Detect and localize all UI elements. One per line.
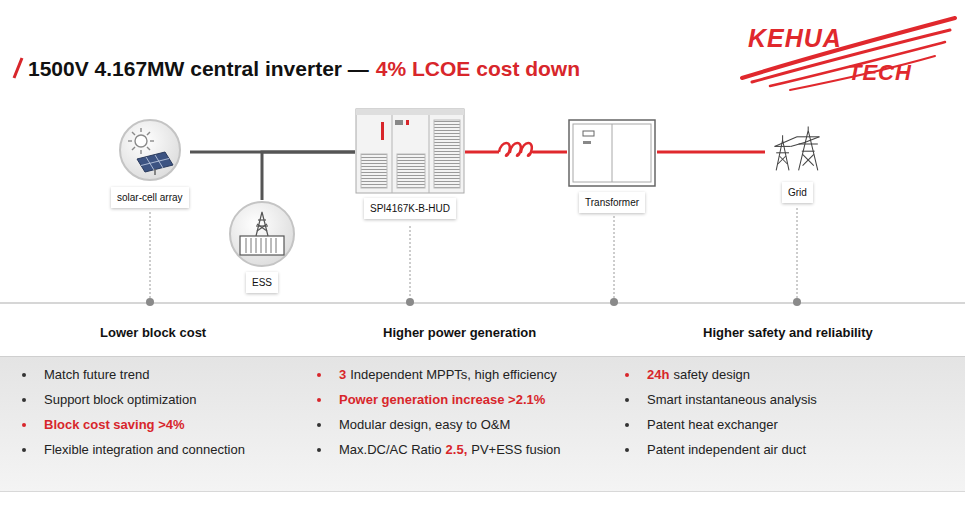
logo-text: KEHUA <box>748 24 842 52</box>
bullet-text: Patent independent air duct <box>647 441 806 458</box>
bullet-text: Max.DC/AC Ratio <box>339 441 442 458</box>
bullet-text: Power generation increase >2.1% <box>339 391 545 408</box>
bullet-row: Match future trend <box>22 366 150 383</box>
bullet-dot <box>317 423 321 427</box>
bullet-text: 3 <box>339 366 346 383</box>
column-heading: Higher power generation <box>383 324 536 342</box>
bullet-dot <box>625 423 629 427</box>
connector <box>262 152 355 200</box>
bullet-text: Independent MPPTs, high efficiency <box>350 366 556 383</box>
bullet-text: 2.5, <box>446 441 468 458</box>
leader-dots <box>146 298 801 306</box>
transformer-icon <box>567 118 657 188</box>
inverter-node: SPI4167K-B-HUD <box>355 108 465 222</box>
bullet-text: Modular design, easy to O&M <box>339 416 510 433</box>
bullet-text: Patent heat exchanger <box>647 416 778 433</box>
ess-icon <box>227 200 297 268</box>
column-heading: Higher safety and reliability <box>703 324 873 342</box>
bullet-row: Support block optimization <box>22 391 196 408</box>
connector-line <box>657 151 765 154</box>
bullet-dot <box>22 448 26 452</box>
bullet-row: Flexible integration and connection <box>22 441 245 458</box>
bullet-row: Patent heat exchanger <box>625 416 778 433</box>
bullet-dot <box>317 398 321 402</box>
bullet-text: PV+ESS fusion <box>471 441 560 458</box>
bullet-text: 24h <box>647 366 669 383</box>
bullet-text: Support block optimization <box>44 391 196 408</box>
transformer-node: Transformer <box>567 118 657 216</box>
bullet-row: 3Independent MPPTs, high efficiency <box>317 366 557 383</box>
bullet-text: Match future trend <box>44 366 150 383</box>
bullet-text: Flexible integration and connection <box>44 441 245 458</box>
pv-array-node: solar-cell array <box>110 117 190 211</box>
bullet-row: Power generation increase >2.1% <box>317 391 545 408</box>
logo-swoosh <box>742 18 955 90</box>
connector <box>657 152 765 153</box>
bullet-dot <box>317 448 321 452</box>
bullet-row: Patent independent air duct <box>625 441 806 458</box>
bullet-dot <box>625 398 629 402</box>
grid-icon <box>765 118 829 178</box>
bullet-dot <box>625 373 629 377</box>
bullet-dot <box>22 423 26 427</box>
bullet-row: Modular design, easy to O&M <box>317 416 510 433</box>
node-label: Transformer <box>579 192 645 213</box>
bullet-text: Smart instantaneous analysis <box>647 391 817 408</box>
bullet-row: Max.DC/AC Ratio2.5,PV+ESS fusion <box>317 441 561 458</box>
bullet-dot <box>22 398 26 402</box>
connector <box>465 143 567 156</box>
node-label: SPI4167K-B-HUD <box>364 198 456 219</box>
connector-line <box>262 152 355 200</box>
bullet-dot <box>22 373 26 377</box>
grid-node: Grid <box>765 118 829 206</box>
bullet-text: Block cost saving >4% <box>44 416 185 433</box>
bullet-row: Smart instantaneous analysis <box>625 391 817 408</box>
bullet-dot <box>317 373 321 377</box>
title: 1500V 4.167MW central inverter — <box>28 56 369 82</box>
ess-node: ESS <box>227 200 297 296</box>
logo-text: TECH <box>848 60 912 86</box>
title-highlight: 4% LCOE cost down <box>376 56 580 82</box>
bullet-row: Block cost saving >4% <box>22 416 185 433</box>
node-label: solar-cell array <box>111 187 189 208</box>
bullet-row: 24hsafety design <box>625 366 750 383</box>
column-heading: Lower block cost <box>100 324 206 342</box>
divider-line <box>0 302 965 304</box>
bullet-text: safety design <box>673 366 750 383</box>
bullet-dot <box>625 448 629 452</box>
solar-icon <box>110 117 190 183</box>
title-slash <box>14 58 22 78</box>
node-label: Grid <box>782 182 813 203</box>
node-label: ESS <box>246 272 278 293</box>
inverter-icon <box>355 108 465 194</box>
inductor-symbol <box>499 143 533 156</box>
